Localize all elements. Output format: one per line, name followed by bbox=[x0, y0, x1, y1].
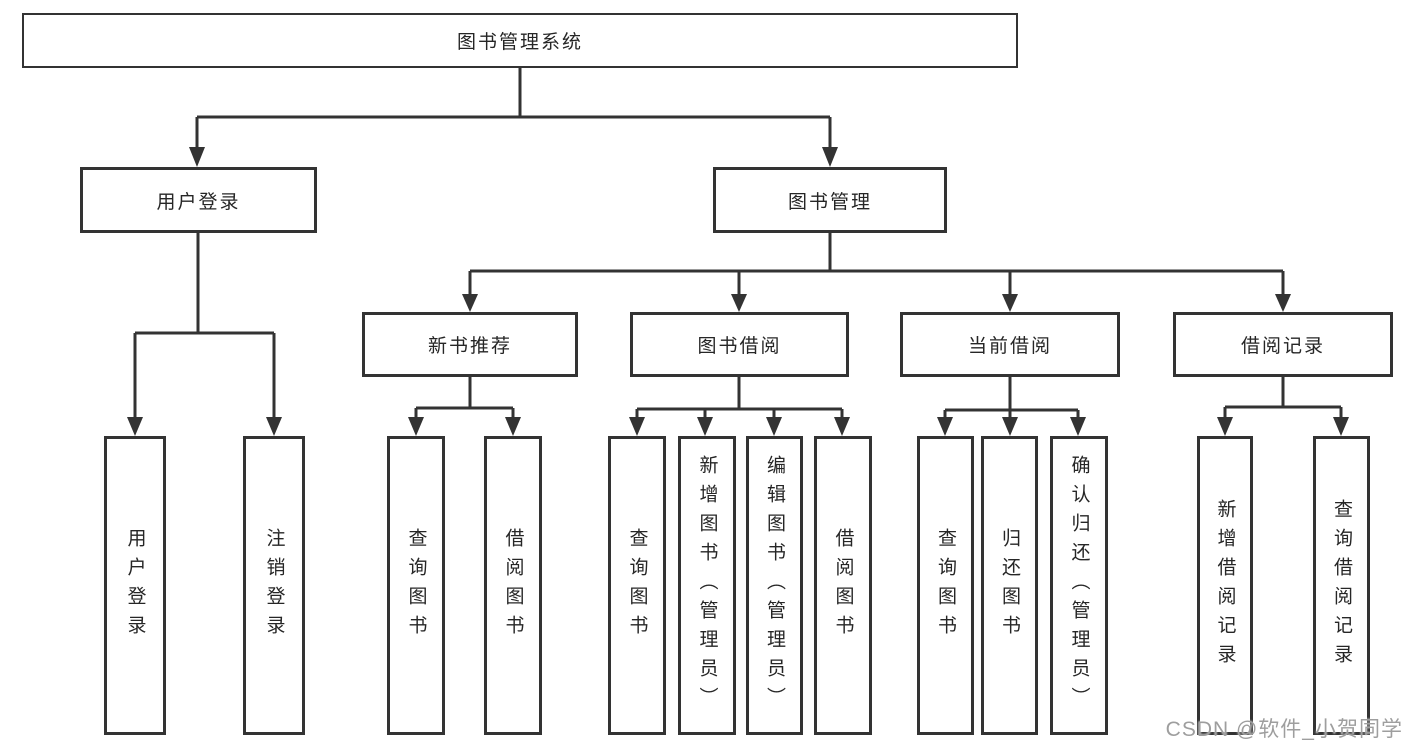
node-borrow-records: 借阅记录 bbox=[1173, 312, 1393, 377]
node-label: 查询图书 bbox=[405, 527, 427, 644]
node-user-login-leaf: 用户登录 bbox=[104, 436, 166, 735]
node-label: 新书推荐 bbox=[427, 336, 512, 357]
node-label: 确认归还（管理员） bbox=[1068, 455, 1090, 716]
node-label: 图书管理 bbox=[787, 191, 872, 213]
node-edit-book-admin: 编辑图书（管理员） bbox=[746, 436, 803, 735]
node-label: 查询图书 bbox=[935, 527, 956, 644]
node-label: 查询图书 bbox=[626, 527, 648, 644]
node-borrow-books-leaf: 借阅图书 bbox=[814, 436, 872, 735]
node-borrow-books-recommend: 借阅图书 bbox=[484, 436, 542, 735]
node-label: 归还图书 bbox=[999, 527, 1020, 644]
node-query-books-borrow: 查询图书 bbox=[608, 436, 666, 735]
node-label: 图书管理系统 bbox=[456, 32, 583, 53]
node-query-borrow-record: 查询借阅记录 bbox=[1313, 436, 1370, 735]
node-book-borrow: 图书借阅 bbox=[630, 312, 849, 377]
node-label: 借阅记录 bbox=[1240, 336, 1325, 357]
node-label: 注销登录 bbox=[263, 527, 285, 644]
node-label: 借阅图书 bbox=[502, 527, 524, 644]
node-add-borrow-record: 新增借阅记录 bbox=[1197, 436, 1253, 735]
node-confirm-return-admin: 确认归还（管理员） bbox=[1050, 436, 1108, 735]
node-library-system: 图书管理系统 bbox=[22, 13, 1018, 68]
node-label: 编辑图书（管理员） bbox=[764, 455, 785, 716]
node-label: 用户登录 bbox=[124, 527, 146, 644]
node-current-borrow: 当前借阅 bbox=[900, 312, 1120, 377]
node-new-book-recommend: 新书推荐 bbox=[362, 312, 578, 377]
csdn-watermark: CSDN @软件_小贺同学 bbox=[1165, 718, 1403, 741]
node-logout: 注销登录 bbox=[243, 436, 305, 735]
node-label: 用户登录 bbox=[156, 191, 241, 213]
node-query-books-current: 查询图书 bbox=[917, 436, 974, 735]
node-label: 查询借阅记录 bbox=[1331, 498, 1352, 673]
node-add-book-admin: 新增图书（管理员） bbox=[678, 436, 736, 735]
node-book-management: 图书管理 bbox=[713, 167, 947, 233]
node-query-books-recommend: 查询图书 bbox=[387, 436, 445, 735]
node-label: 借阅图书 bbox=[832, 527, 854, 644]
node-return-books: 归还图书 bbox=[981, 436, 1038, 735]
node-user-login: 用户登录 bbox=[80, 167, 317, 233]
node-label: 当前借阅 bbox=[967, 336, 1052, 357]
node-label: 新增图书（管理员） bbox=[696, 455, 718, 716]
node-label: 图书借阅 bbox=[697, 336, 782, 357]
node-label: 新增借阅记录 bbox=[1214, 498, 1236, 673]
